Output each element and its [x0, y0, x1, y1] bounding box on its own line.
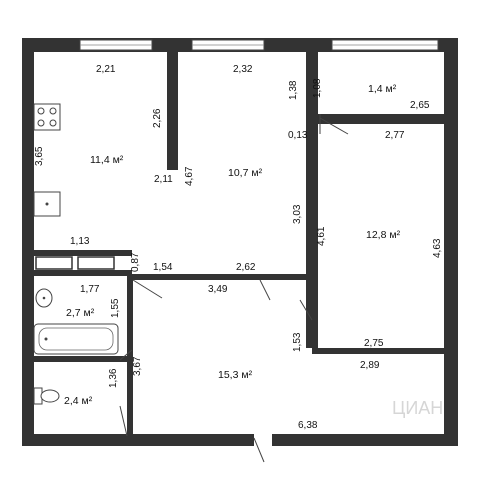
dim-balcony-side-a: 1,38 [288, 80, 299, 100]
dim-bath-top: 1,77 [80, 284, 100, 295]
dim-hall-right: 2,89 [360, 360, 380, 371]
hall-area: 15,3 м² [218, 369, 253, 381]
kitchen-area: 11,4 м² [90, 154, 124, 166]
dim-kitchen-partition: 2,26 [152, 108, 163, 128]
shafts [35, 256, 115, 270]
dim-middle-right-height: 3,03 [292, 204, 303, 224]
dim-hall-left-height: 3,67 [132, 356, 143, 376]
left-wall [22, 38, 34, 446]
bottom-wall-right [272, 434, 458, 446]
doors [119, 279, 313, 463]
dim-toilet-height: 1,36 [108, 368, 119, 388]
dim-balcony-side-b: 1,08 [312, 78, 323, 98]
toilet-top-wall [28, 356, 132, 362]
dim-hall-top-left: 1,54 [153, 262, 173, 273]
dim-balcony-bottom: 2,65 [410, 100, 430, 111]
watermark: ЦИАН [392, 398, 443, 418]
right-room-bottom-wall [312, 348, 444, 354]
right-wall [444, 38, 458, 446]
kitchen-bottom-wall [28, 250, 132, 256]
toilet-icon [33, 387, 60, 405]
washbasin-icon [35, 288, 53, 308]
balcony-area: 1,4 м² [368, 83, 397, 95]
dim-small-gap: 0,87 [130, 252, 141, 272]
dim-middle-left-height: 4,67 [184, 166, 195, 186]
dim-hall-step: 1,53 [292, 332, 303, 352]
dim-kitchen-height: 3,65 [34, 146, 45, 166]
dim-wall-thickness: 0,13 [288, 130, 308, 141]
dim-bath-height: 1,55 [110, 298, 121, 318]
dim-hall-bottom: 6,38 [298, 420, 318, 431]
bottom-wall-left [22, 434, 254, 446]
dim-hall-mid: 3,49 [208, 284, 228, 295]
dim-kitchen-top: 2,21 [96, 64, 116, 75]
kitchen-sink-icon [33, 191, 61, 217]
hall-top-wall [132, 274, 312, 280]
right-room-area: 12,8 м² [366, 229, 401, 241]
dim-right-room-left-height: 4,61 [316, 226, 327, 246]
bath-top-wall [28, 270, 132, 276]
balcony-door [319, 114, 349, 135]
kitchen-partition [167, 52, 178, 170]
dim-middle-top: 2,32 [233, 64, 253, 75]
stove-icon [33, 103, 61, 131]
dim-right-room-bottom: 2,75 [364, 338, 384, 349]
dim-hall-top-right: 2,62 [236, 262, 256, 273]
toilet-area: 2,4 м² [64, 395, 93, 407]
balcony-wall [312, 114, 444, 124]
bathroom-area: 2,7 м² [66, 307, 95, 319]
dim-right-room-height: 4,63 [432, 238, 443, 258]
middle-room-area: 10,7 м² [228, 167, 263, 179]
bathtub-icon [33, 323, 119, 355]
dim-kitchen-bottom: 1,13 [70, 236, 90, 247]
dim-right-room-top: 2,77 [385, 130, 405, 141]
dim-partition-end: 2,11 [154, 174, 173, 185]
